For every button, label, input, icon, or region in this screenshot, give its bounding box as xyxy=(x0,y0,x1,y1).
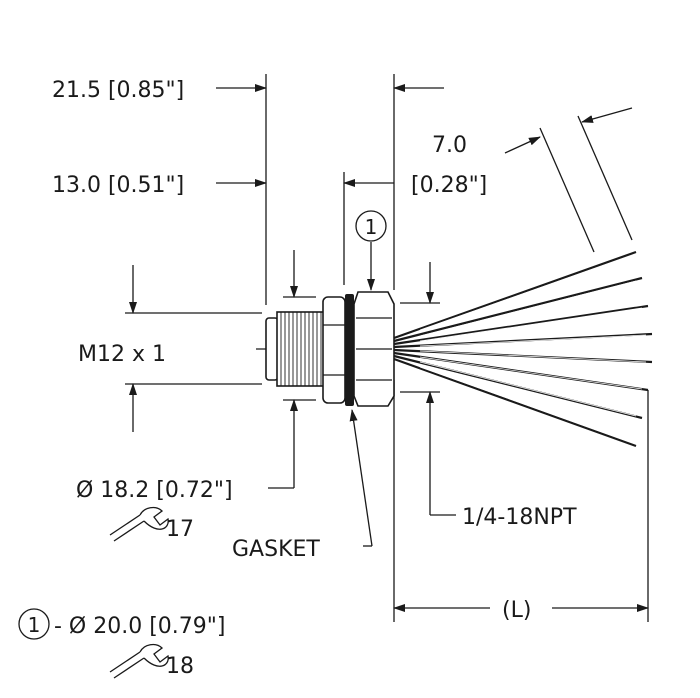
extension-lines xyxy=(125,74,649,622)
thread-lines xyxy=(280,312,322,386)
gasket-ring xyxy=(345,294,354,406)
npt-thread-label: 1/4-18NPT xyxy=(462,505,577,530)
wrench-icon xyxy=(109,643,169,679)
overall-length-label: 21.5 [0.85"] xyxy=(52,78,184,103)
dimension-arrows xyxy=(129,84,649,612)
connector-body xyxy=(256,291,395,407)
thread-size-label: M12 x 1 xyxy=(78,342,166,367)
callout-circle-icon: 1 xyxy=(18,608,50,640)
flange-diameter-label: Ø 18.2 [0.72"] xyxy=(76,478,233,503)
nut-diameter-label: - Ø 20.0 [0.79"] xyxy=(54,614,226,639)
cable-length-label: (L) xyxy=(502,598,531,623)
callout-number-bottom: 1 xyxy=(28,613,41,637)
nut-width-label: [0.28"] xyxy=(411,173,487,198)
gasket-label: GASKET xyxy=(232,537,320,562)
callout-circle-icon: 1 xyxy=(355,210,387,242)
strip-length-label: 7.0 xyxy=(432,133,467,158)
wire-bundle xyxy=(393,250,653,448)
flange-nut xyxy=(322,296,346,404)
wrench-size-2-label: 18 xyxy=(166,654,194,679)
wrench-size-1-label: 17 xyxy=(166,517,194,542)
wrench-icon xyxy=(109,506,169,542)
callout-number-top: 1 xyxy=(365,215,378,239)
thread-length-label: 13.0 [0.51"] xyxy=(52,173,184,198)
